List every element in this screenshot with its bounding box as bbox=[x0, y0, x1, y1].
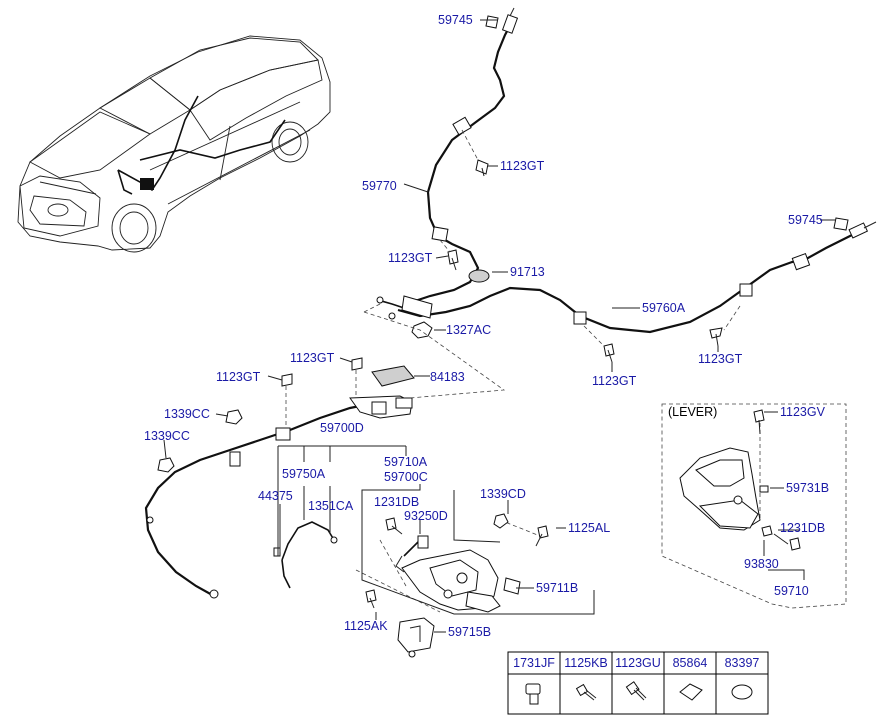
release-cable bbox=[273, 521, 338, 589]
label-1339cc-2: 1339CC bbox=[144, 429, 190, 443]
label-1123gt-3: 1123GT bbox=[698, 352, 743, 366]
label-1339cd: 1339CD bbox=[480, 487, 526, 501]
label-59731b: 59731B bbox=[786, 481, 829, 495]
front-cable bbox=[144, 357, 415, 599]
label-lever-title: (LEVER) bbox=[668, 405, 717, 419]
label-59745-top: 59745 bbox=[438, 13, 473, 27]
car-illustration bbox=[17, 35, 331, 253]
label-1123gt-1: 1123GT bbox=[500, 159, 545, 173]
label-1125al: 1125AL bbox=[568, 521, 610, 535]
label-1327ac: 1327AC bbox=[446, 323, 491, 337]
label-1351ca: 1351CA bbox=[308, 499, 354, 513]
legend-header-85864: 85864 bbox=[673, 656, 708, 670]
legend-header-1125kb: 1125KB bbox=[564, 656, 608, 670]
bolt-flange-icon bbox=[525, 683, 541, 705]
bolt-icon bbox=[625, 681, 647, 701]
label-59770: 59770 bbox=[362, 179, 397, 193]
legend-header-83397: 83397 bbox=[725, 656, 760, 670]
label-1123gt-2: 1123GT bbox=[388, 251, 433, 265]
label-59710: 59710 bbox=[774, 584, 809, 598]
label-1123gt-6: 1123GT bbox=[216, 370, 261, 384]
label-59745-right: 59745 bbox=[788, 213, 823, 227]
label-93830: 93830 bbox=[744, 557, 779, 571]
label-84183: 84183 bbox=[430, 370, 465, 384]
label-59700d: 59700D bbox=[320, 421, 364, 435]
label-59760a: 59760A bbox=[642, 301, 686, 315]
label-1123gt-5: 1123GT bbox=[290, 351, 335, 365]
lever-assembly bbox=[679, 409, 801, 551]
label-59700c: 59700C bbox=[384, 470, 428, 484]
leader-lines bbox=[163, 19, 836, 633]
label-93250d: 93250D bbox=[404, 509, 448, 523]
legend-header-1123gu: 1123GU bbox=[615, 656, 661, 670]
pedal-assembly bbox=[365, 513, 549, 658]
label-59710a: 59710A bbox=[384, 455, 428, 469]
label-1231db-2: 1231DB bbox=[780, 521, 825, 535]
equalizer bbox=[376, 269, 490, 339]
diamond-pad-icon bbox=[679, 683, 703, 701]
label-59715b: 59715B bbox=[448, 625, 491, 639]
legend-table: 1731JF 1125KB 1123GU 85864 83397 bbox=[507, 651, 769, 715]
screw-icon bbox=[575, 683, 597, 701]
part-labels: 59745 1123GT 59770 1123GT 91713 59745 59… bbox=[144, 13, 829, 639]
label-44375: 44375 bbox=[258, 489, 293, 503]
legend-header-1731jf: 1731JF bbox=[513, 656, 555, 670]
bolts-upper bbox=[447, 159, 723, 363]
label-1123gt-4: 1123GT bbox=[592, 374, 637, 388]
label-59750a: 59750A bbox=[282, 467, 326, 481]
label-1339cc-1: 1339CC bbox=[164, 407, 210, 421]
label-1123gv: 1123GV bbox=[780, 405, 826, 419]
cable-59760a bbox=[397, 217, 877, 334]
cable-59770 bbox=[411, 7, 519, 304]
label-1231db-1: 1231DB bbox=[374, 495, 419, 509]
label-59711b: 59711B bbox=[536, 581, 578, 595]
label-91713: 91713 bbox=[510, 265, 545, 279]
label-1125ak: 1125AK bbox=[344, 619, 388, 633]
oval-plug-icon bbox=[731, 684, 753, 700]
dashed-guides bbox=[285, 129, 847, 613]
